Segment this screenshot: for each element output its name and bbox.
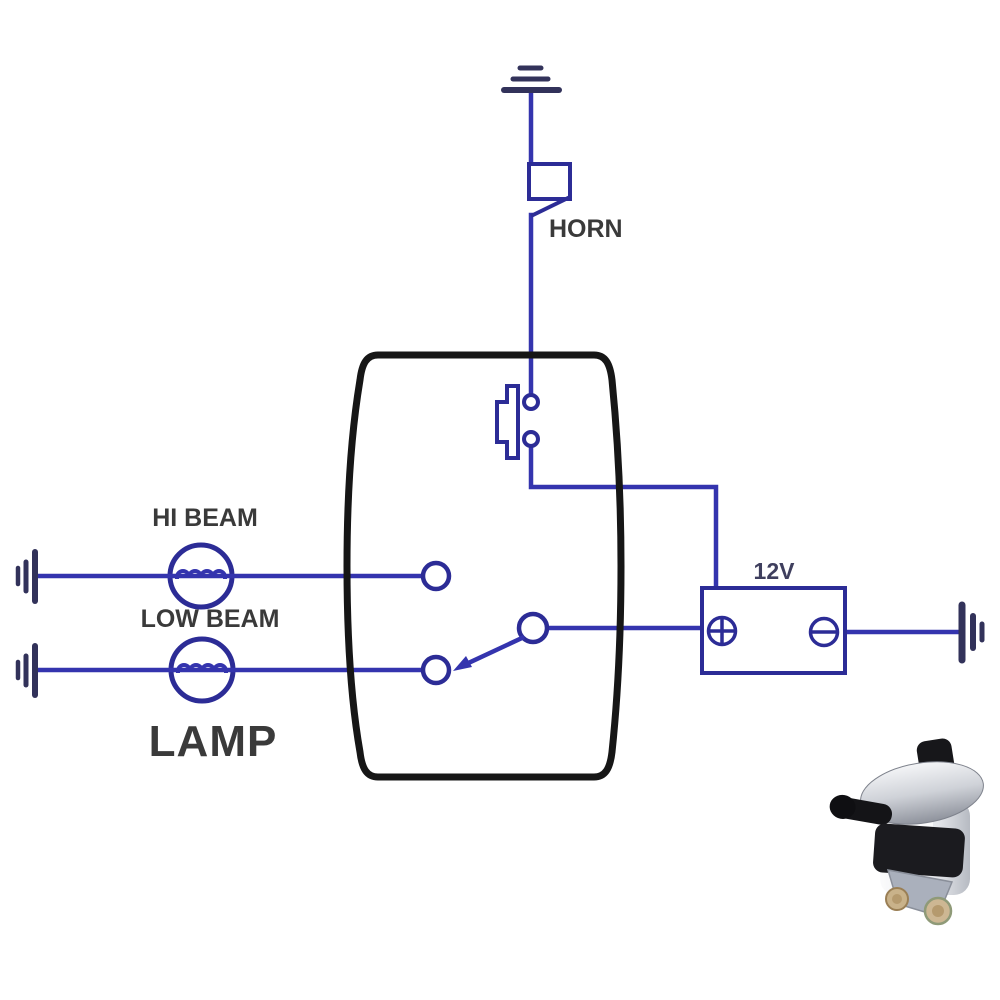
selector-lever <box>459 635 525 669</box>
battery-positive-terminal <box>706 615 738 647</box>
battery-voltage-label: 12V <box>753 558 795 584</box>
ground-icon-right <box>958 601 985 664</box>
hi-beam-filament-icon <box>174 569 228 580</box>
selector-arrowhead-icon <box>453 656 472 671</box>
lamp-label: LAMP <box>148 717 278 766</box>
ground-icon-low-beam <box>15 643 38 698</box>
ground-icon-hi-beam <box>15 549 38 604</box>
horn-button-contact-top <box>522 393 540 411</box>
hi-beam-contact <box>420 560 452 592</box>
wires <box>35 89 960 673</box>
switch-body-outline <box>343 351 625 781</box>
battery-negative-terminal <box>808 616 840 648</box>
low-beam-contact <box>420 654 452 686</box>
battery-icon <box>700 586 847 675</box>
hi-beam-label: HI BEAM <box>152 504 258 532</box>
low-beam-label: LOW BEAM <box>140 605 280 633</box>
horn-button-contact-bottom <box>522 430 540 448</box>
switch-product-photo <box>829 738 984 926</box>
selector-common-contact <box>516 611 550 645</box>
ground-icon-top <box>501 65 562 93</box>
horn-label: HORN <box>549 215 623 243</box>
horn-load-icon <box>527 162 572 218</box>
low-beam-filament-icon <box>175 663 229 674</box>
horn-button-icon <box>495 384 540 460</box>
selector-switch-icon <box>420 560 550 686</box>
